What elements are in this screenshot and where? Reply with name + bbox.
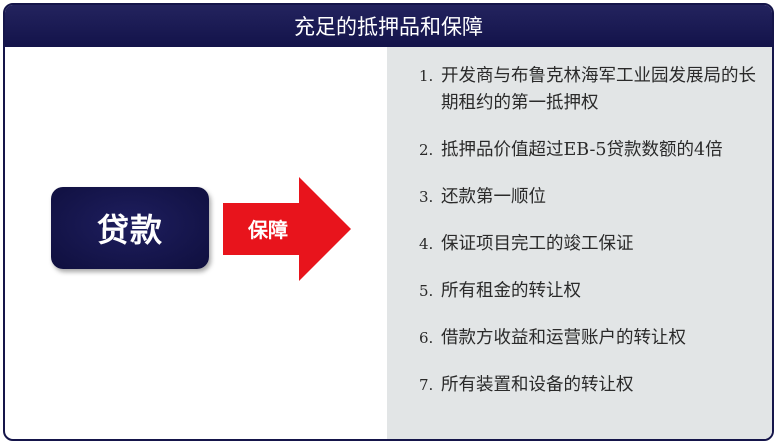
list-item: 7. 所有装置和设备的转让权 (419, 372, 759, 399)
list-item-text: 抵押品价值超过EB-5贷款数额的4倍 (441, 140, 723, 160)
arrow-label: 保障 (248, 218, 288, 242)
list-item-number: 1. (419, 67, 434, 85)
list-item-number: 2. (419, 141, 434, 159)
list-item: 6. 借款方收益和运营账户的转让权 (419, 325, 759, 352)
loan-label: 贷款 (96, 211, 163, 249)
diagram-title: 充足的抵押品和保障 (5, 5, 772, 47)
list-item-number: 3. (419, 188, 434, 206)
list-item-number: 6. (419, 329, 434, 347)
list-item: 4. 保证项目完工的竣工保证 (419, 231, 759, 258)
list-item: 5. 所有租金的转让权 (419, 278, 759, 305)
guarantee-list: 1. 开发商与布鲁克林海军工业园发展局的长期租约的第一抵押权 2. 抵押品价值超… (419, 63, 759, 419)
list-item-text: 所有租金的转让权 (441, 281, 581, 301)
list-item-number: 4. (419, 235, 434, 253)
list-item-text: 所有装置和设备的转让权 (441, 375, 634, 395)
diagram-frame: 充足的抵押品和保障 贷款 保障 1. 开发商与布鲁克林海军工业园发展局的长期租约… (3, 3, 774, 441)
list-item-text: 保证项目完工的竣工保证 (441, 234, 634, 254)
loan-box: 贷款 (51, 187, 209, 269)
right-arrow-icon (223, 177, 351, 281)
list-item-text: 开发商与布鲁克林海军工业园发展局的长期租约的第一抵押权 (441, 66, 756, 113)
guarantee-list-panel: 1. 开发商与布鲁克林海军工业园发展局的长期租约的第一抵押权 2. 抵押品价值超… (387, 47, 772, 439)
list-item: 1. 开发商与布鲁克林海军工业园发展局的长期租约的第一抵押权 (419, 63, 759, 117)
list-item: 3. 还款第一顺位 (419, 184, 759, 211)
list-item-text: 借款方收益和运营账户的转让权 (441, 328, 686, 348)
list-item-number: 7. (419, 376, 434, 394)
list-item-text: 还款第一顺位 (441, 187, 546, 207)
list-item: 2. 抵押品价值超过EB-5贷款数额的4倍 (419, 137, 759, 164)
list-item-number: 5. (419, 282, 434, 300)
